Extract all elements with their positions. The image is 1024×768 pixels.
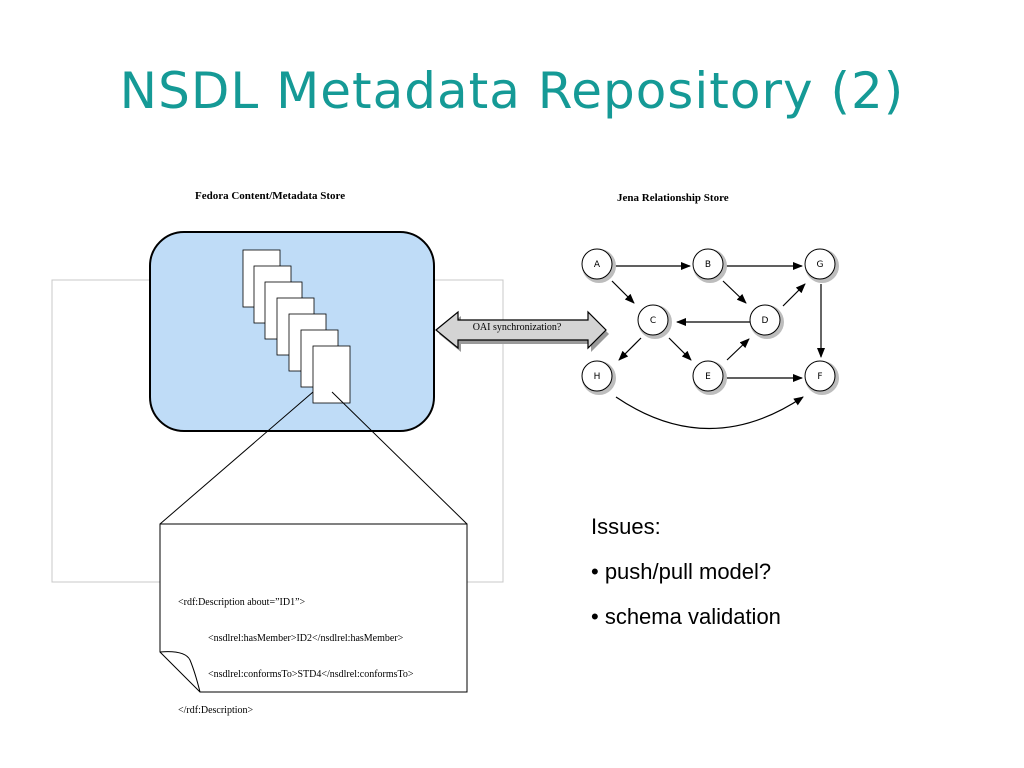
oai-sync-arrow: [435, 310, 609, 352]
graph-node-label: E: [705, 372, 711, 382]
graph-node-a: [581, 248, 616, 283]
issues-heading: Issues:: [591, 514, 661, 539]
issue-item: • schema validation: [591, 604, 781, 629]
graph-node-label: C: [650, 316, 656, 326]
graph-node-label: D: [762, 316, 769, 326]
graph-node-label: H: [594, 372, 601, 382]
graph-node-label: B: [705, 260, 711, 270]
rdf-line: <nsdlrel:conformsTo>STD4</nsdlrel:confor…: [178, 669, 414, 680]
graph-node-e: [692, 360, 727, 395]
zoom-line-right: [331, 391, 468, 525]
document-stack: [242, 249, 351, 404]
rdf-description-text: <rdf:Description about=”ID1”> <nsdlrel:h…: [178, 573, 414, 729]
graph-node-g: [804, 248, 839, 283]
graph-nodes: [581, 248, 839, 395]
graph-node-h: [581, 360, 616, 395]
graph-node-label: A: [594, 260, 601, 270]
graph-node-label: F: [817, 372, 822, 382]
issue-item: • push/pull model?: [591, 559, 772, 584]
jena-store-caption: Jena Relationship Store: [617, 192, 729, 204]
oai-sync-label: OAI synchronization?: [473, 322, 562, 333]
graph-node-c: [637, 304, 672, 339]
fedora-store-caption: Fedora Content/Metadata Store: [195, 190, 346, 202]
graph-node-b: [692, 248, 727, 283]
rdf-document: [159, 523, 468, 693]
graph-node-f: [804, 360, 839, 395]
slide-title: NSDL Metadata Repository (2): [119, 62, 905, 120]
graph-node-label: G: [817, 260, 824, 270]
issues-list: Issues: • push/pull model? • schema vali…: [591, 514, 781, 649]
rdf-document-fold: [159, 651, 201, 693]
rdf-line: <nsdlrel:hasMember>ID2</nsdlrel:hasMembe…: [178, 633, 404, 644]
rdf-line: <rdf:Description about=”ID1”>: [178, 597, 306, 608]
zoom-line-left: [159, 391, 314, 525]
graph-node-d: [749, 304, 784, 339]
rdf-line: </rdf:Description>: [178, 705, 254, 716]
graph-edges: [611, 262, 825, 429]
